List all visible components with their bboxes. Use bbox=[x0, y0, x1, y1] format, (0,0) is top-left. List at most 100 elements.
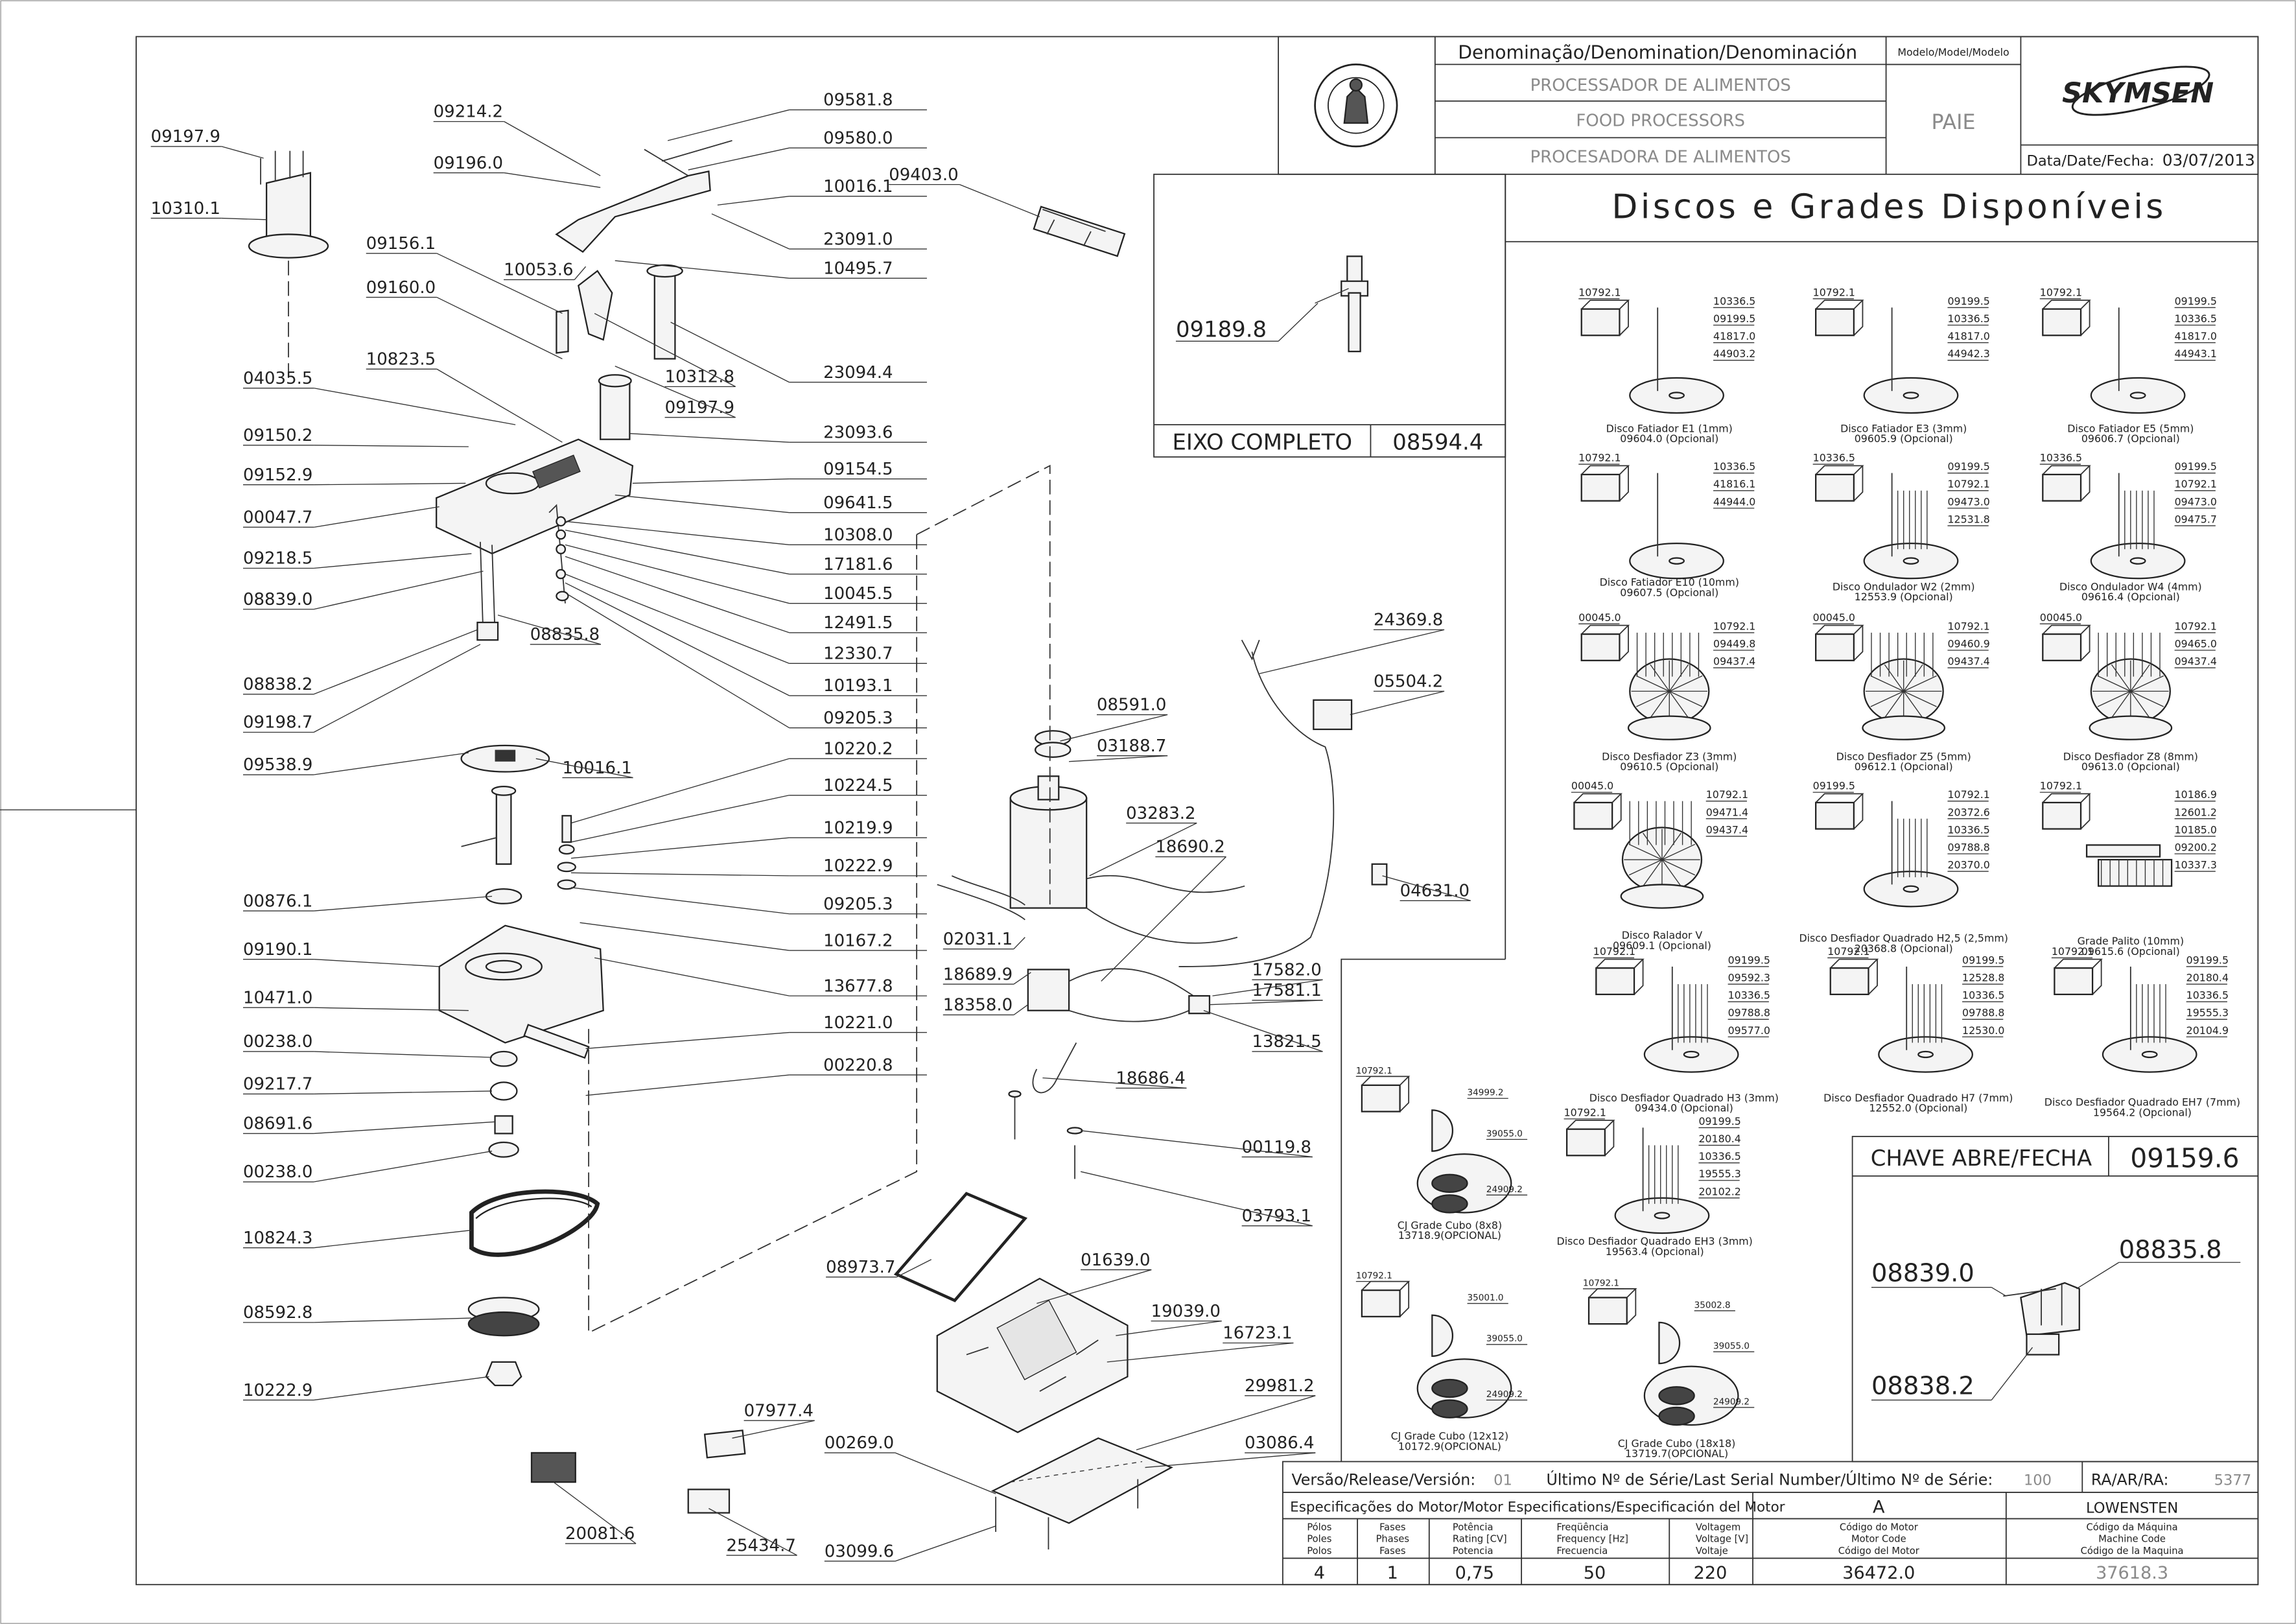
disc-part-number: 44943.1 bbox=[2175, 347, 2217, 360]
disc-drawings: Disco Fatiador E1 (1mm)09604.0 (Opcional… bbox=[1356, 286, 2240, 1459]
model-header: Modelo/Model/Modelo bbox=[1897, 46, 2009, 58]
part-label: 10471.0 bbox=[242, 988, 469, 1011]
part-label: 18358.0 bbox=[943, 996, 1029, 1016]
disc-part-number: 09788.8 bbox=[1728, 1007, 1770, 1019]
disc-part-number: 10792.1 bbox=[1564, 1106, 1606, 1118]
footer-table: Versão/Release/Versión: 01 Último Nº de … bbox=[1282, 1461, 2259, 1586]
disc-item: Disco Ondulador W2 (2mm)12553.9 (Opciona… bbox=[1812, 452, 1990, 603]
disc-part-number: 09437.4 bbox=[2175, 655, 2217, 668]
disc-part-number: 10792.1 bbox=[2040, 286, 2082, 298]
disc-part-number: 10792.1 bbox=[1947, 478, 1989, 490]
part-label: 08835.8 bbox=[497, 615, 602, 645]
part-label: 18689.9 bbox=[943, 965, 1031, 985]
disc-part-number: 09437.4 bbox=[1947, 655, 1989, 668]
disc-part-number: 10336.5 bbox=[1713, 460, 1755, 473]
leader-line bbox=[565, 556, 790, 633]
svg-text:Potencia: Potencia bbox=[1453, 1546, 1494, 1557]
disc-part-number: 10792.1 bbox=[1947, 788, 1989, 801]
part-number: 10016.1 bbox=[823, 177, 893, 196]
ejector-block bbox=[1580, 473, 1621, 502]
leader-line bbox=[570, 887, 790, 915]
part-label: 10308.0 bbox=[565, 521, 927, 546]
disc-part-number: 12531.8 bbox=[1947, 513, 1989, 525]
part-number: 10045.5 bbox=[823, 584, 893, 604]
leader-line bbox=[670, 322, 790, 383]
svg-text:Phases: Phases bbox=[1376, 1534, 1409, 1545]
leader-line bbox=[535, 758, 633, 779]
disc-part-number: 09200.2 bbox=[2175, 841, 2217, 853]
part-label: 13821.5 bbox=[1203, 1010, 1323, 1052]
motor-brand: LOWENSTEN bbox=[2086, 1500, 2178, 1517]
disc-part-number: 10336.5 bbox=[2175, 312, 2217, 325]
disc-item: Disco Desfiador Z5 (5mm)09612.1 (Opciona… bbox=[1812, 611, 1990, 773]
leader-line bbox=[1382, 875, 1471, 901]
leader-line bbox=[314, 958, 439, 967]
part-number: 09196.0 bbox=[434, 154, 503, 173]
part-number: 23094.4 bbox=[823, 363, 893, 382]
disc-part-number: 10792.1 bbox=[1578, 452, 1621, 464]
leader-line bbox=[594, 312, 736, 387]
part-label: 08973.7 bbox=[826, 1258, 932, 1278]
disc-part-number: 24909.2 bbox=[1486, 1184, 1523, 1195]
part-number: 10824.3 bbox=[243, 1229, 312, 1248]
part-number: 02031.1 bbox=[943, 930, 1013, 949]
svg-text:Frequency [Hz]: Frequency [Hz] bbox=[1556, 1534, 1628, 1545]
part-label: 23094.4 bbox=[670, 322, 927, 383]
part-label: 00238.0 bbox=[242, 1150, 493, 1183]
part-number: 00238.0 bbox=[243, 1032, 312, 1052]
leader-line bbox=[314, 895, 493, 912]
svg-text:Fases: Fases bbox=[1379, 1522, 1405, 1533]
ejector-block bbox=[1361, 1084, 1401, 1112]
disc-item: Grade Palito (10mm)09615.6 (Opcional)107… bbox=[2039, 780, 2217, 958]
disc-name: CJ Grade Cubo (8x8) bbox=[1398, 1219, 1502, 1231]
part-number: 01639.0 bbox=[1081, 1251, 1150, 1270]
disc-part-number: 10792.1 bbox=[2175, 620, 2217, 632]
disc-item: Disco Desfiador Quadrado EH7 (7mm)19564.… bbox=[2044, 945, 2240, 1118]
disc-name: Disco Desfiador Quadrado EH3 (3mm) bbox=[1557, 1235, 1753, 1247]
part-label: 20081.6 bbox=[553, 1481, 637, 1544]
part-label: 10224.5 bbox=[570, 776, 927, 843]
shaft-code: 08594.4 bbox=[1392, 430, 1483, 455]
part-number: 19039.0 bbox=[1151, 1302, 1221, 1321]
disc-part-number: 09199.5 bbox=[2175, 295, 2217, 307]
part-label: 00047.7 bbox=[242, 506, 439, 528]
part-label: 17581.1 bbox=[1209, 981, 1323, 1006]
ejector-block bbox=[2042, 801, 2082, 830]
disc-part-number: 19555.3 bbox=[2186, 1007, 2229, 1019]
disc-item: Disco Fatiador E3 (3mm)09605.9 (Opcional… bbox=[1812, 286, 1990, 445]
disc-part-number: 41816.1 bbox=[1713, 478, 1755, 490]
part-number: 24369.8 bbox=[1374, 611, 1443, 630]
disc-part-number: 09199.5 bbox=[1947, 460, 1989, 473]
ejector-block bbox=[2054, 967, 2094, 995]
part-label: 08592.8 bbox=[242, 1303, 472, 1323]
part-label: 23093.6 bbox=[629, 423, 927, 443]
part-label: 10016.1 bbox=[717, 177, 927, 206]
part-number: 09198.7 bbox=[243, 713, 312, 733]
svg-text:Motor Code: Motor Code bbox=[1851, 1534, 1906, 1545]
disc-part-number: 12601.2 bbox=[2175, 806, 2217, 818]
disc-code: 13718.9(OPCIONAL) bbox=[1398, 1229, 1501, 1242]
part-label: 10312.8 bbox=[594, 312, 736, 388]
disc-part-number: 10337.3 bbox=[2175, 859, 2217, 871]
disc-part-number: 09460.9 bbox=[1947, 637, 1989, 650]
disc-name: Disco Desfiador Quadrado H2,5 (2,5mm) bbox=[1799, 932, 2008, 945]
leader-line bbox=[436, 253, 563, 314]
disc-part-number: 09199.5 bbox=[1962, 954, 2004, 966]
disc-name: Disco Desfiador Quadrado EH7 (7mm) bbox=[2044, 1096, 2240, 1109]
svg-text:Código do Motor: Código do Motor bbox=[1840, 1522, 1919, 1533]
leader-line bbox=[314, 1229, 472, 1249]
part-label: 00238.0 bbox=[242, 1032, 493, 1058]
leader-line bbox=[1060, 714, 1168, 742]
disc-part-number: 44903.2 bbox=[1713, 347, 1755, 360]
leader-line bbox=[314, 1090, 493, 1095]
disc-code: 13719.7(OPCIONAL) bbox=[1625, 1448, 1728, 1460]
part-number: 17181.6 bbox=[823, 555, 893, 574]
part-label: 00220.8 bbox=[585, 1055, 927, 1096]
leader-line bbox=[1089, 822, 1197, 877]
leader-line bbox=[313, 571, 484, 610]
leader-line bbox=[314, 445, 469, 447]
disc-part-number: 41817.0 bbox=[1713, 330, 1755, 342]
part-number: 08839.0 bbox=[243, 590, 312, 609]
part-number: 08691.6 bbox=[243, 1114, 312, 1134]
disc-part-number: 09199.5 bbox=[1713, 312, 1755, 325]
